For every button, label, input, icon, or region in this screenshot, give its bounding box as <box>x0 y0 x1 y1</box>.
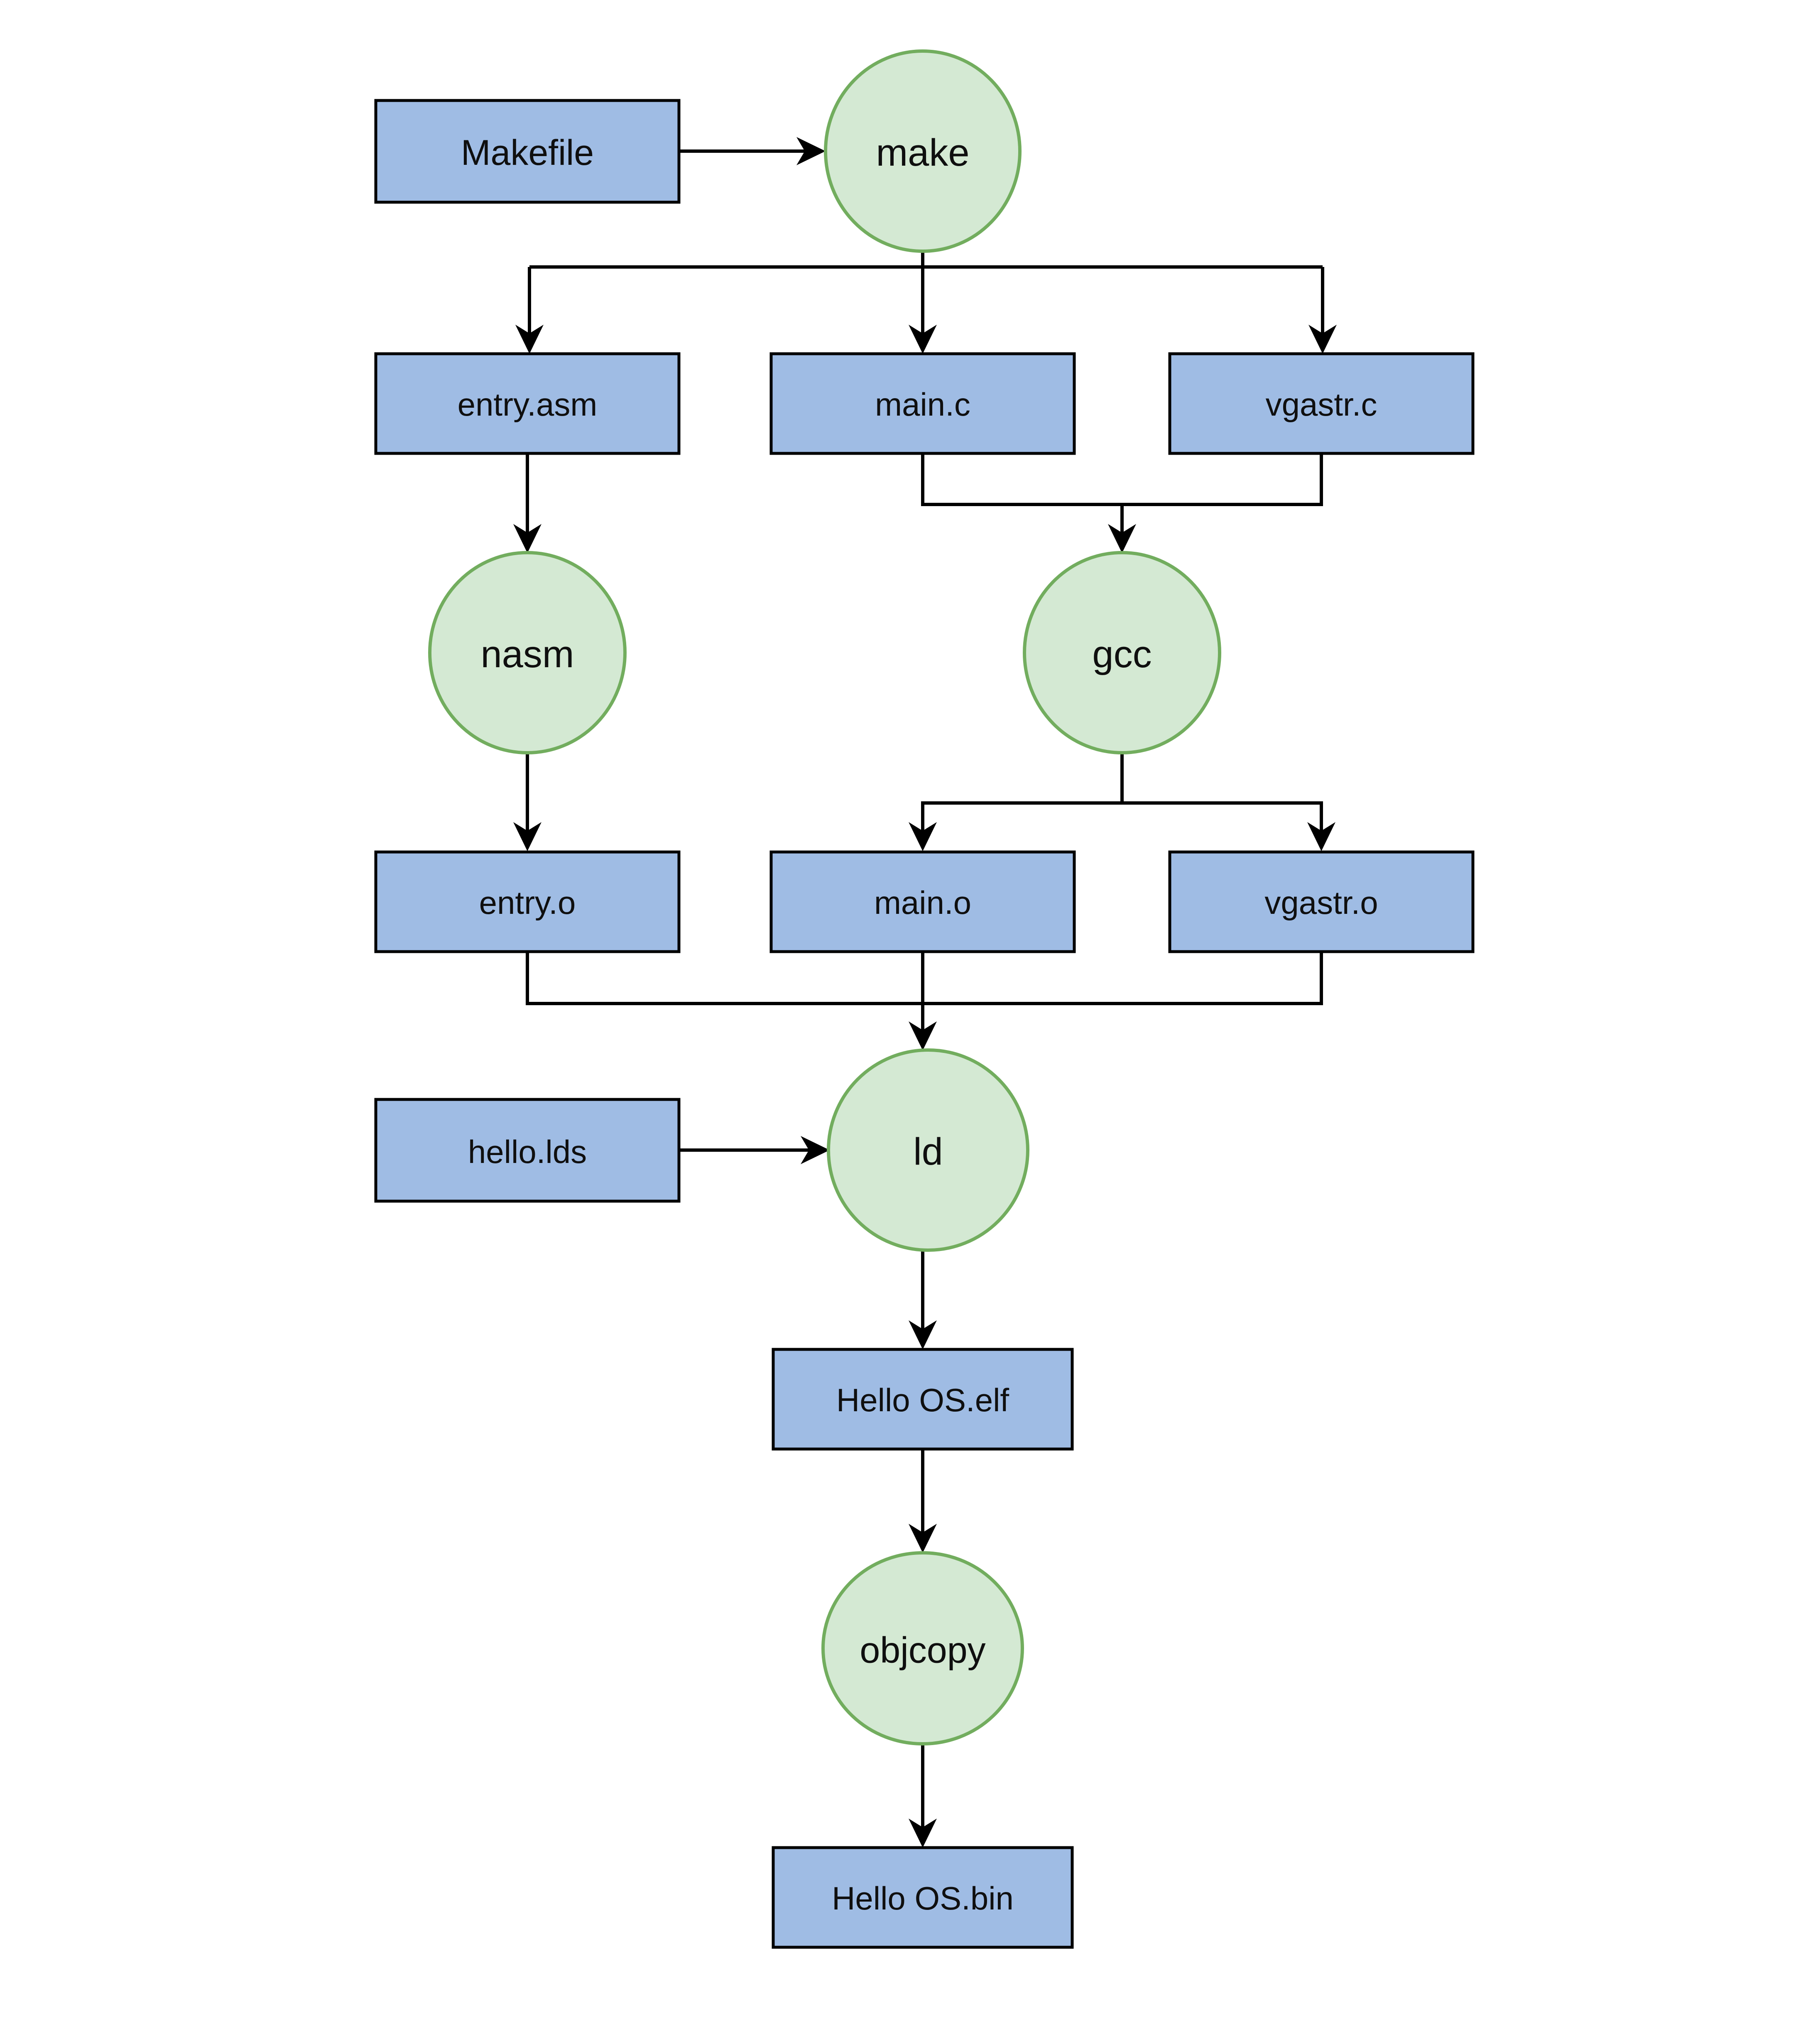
node-main-c[interactable]: main.c <box>769 352 1076 455</box>
node-vgastr-c[interactable]: vgastr.c <box>1168 352 1475 455</box>
node-entry-asm[interactable]: entry.asm <box>374 352 681 455</box>
node-nasm-label: nasm <box>481 633 574 676</box>
edge-nasm-to-entryo <box>513 753 541 851</box>
node-entry-o[interactable]: entry.o <box>374 850 681 953</box>
node-makefile-label: Makefile <box>461 133 594 173</box>
node-main-c-label: main.c <box>875 386 970 423</box>
edge-sources-to-gcc <box>921 453 1323 553</box>
edge-hellolds-to-ld <box>679 1136 830 1164</box>
node-makefile[interactable]: Makefile <box>374 99 681 204</box>
node-hello-os-bin[interactable]: Hello OS.bin <box>772 1846 1074 1949</box>
node-hello-lds-label: hello.lds <box>468 1133 587 1170</box>
node-main-o[interactable]: main.o <box>769 850 1076 953</box>
node-hello-lds[interactable]: hello.lds <box>374 1098 681 1203</box>
edge-make-to-sources <box>515 251 1337 354</box>
node-vgastr-c-label: vgastr.c <box>1266 386 1377 423</box>
node-objcopy[interactable]: objcopy <box>821 1551 1024 1745</box>
edge-layer <box>513 137 1337 1848</box>
node-entry-asm-label: entry.asm <box>458 386 598 423</box>
node-hello-os-elf-label: Hello OS.elf <box>836 1382 1009 1418</box>
node-objcopy-label: objcopy <box>860 1630 985 1671</box>
node-ld-label: ld <box>913 1131 943 1173</box>
node-vgastr-o-label: vgastr.o <box>1264 884 1378 921</box>
node-ld[interactable]: ld <box>827 1048 1029 1252</box>
node-hello-os-elf[interactable]: Hello OS.elf <box>772 1348 1074 1451</box>
node-gcc-label: gcc <box>1092 633 1152 676</box>
node-main-o-label: main.o <box>874 884 971 921</box>
edge-helloelf-to-objcopy <box>909 1449 937 1553</box>
node-vgastr-o[interactable]: vgastr.o <box>1168 850 1475 953</box>
node-layer: Makefile make entry.asm main.c vgastr.c <box>374 49 1475 1949</box>
edge-makefile-to-make <box>679 137 826 165</box>
edge-entryasm-to-nasm <box>513 453 541 553</box>
node-make[interactable]: make <box>824 49 1022 253</box>
edge-ld-to-helloelf <box>909 1250 937 1349</box>
edge-gcc-to-objects <box>909 753 1335 851</box>
node-hello-os-bin-label: Hello OS.bin <box>832 1880 1014 1917</box>
edge-objcopy-to-hellobin <box>909 1744 937 1848</box>
node-gcc[interactable]: gcc <box>1023 551 1221 754</box>
edge-objects-to-ld <box>526 952 1323 1050</box>
node-entry-o-label: entry.o <box>479 884 576 921</box>
node-make-label: make <box>876 132 970 174</box>
node-nasm[interactable]: nasm <box>428 551 627 754</box>
